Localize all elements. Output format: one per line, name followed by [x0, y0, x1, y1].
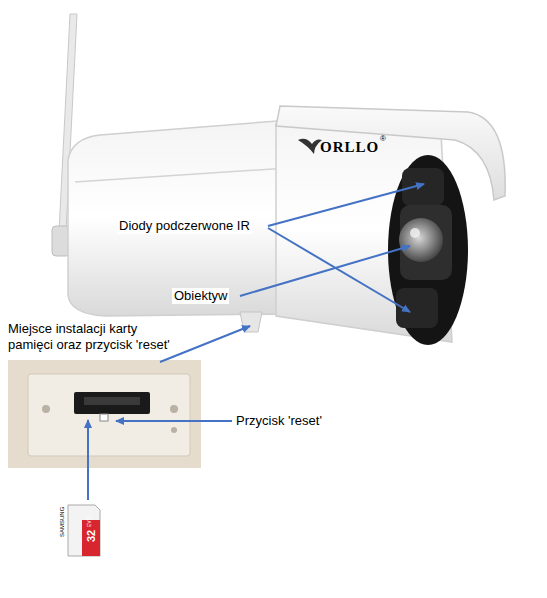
card-series: EVO: [86, 517, 92, 528]
registered-mark: ®: [380, 134, 386, 144]
leader-arrow: [268, 184, 424, 226]
card-brand: SAMSUNG: [58, 507, 66, 537]
front-face: [388, 155, 468, 345]
lens-ring: [400, 205, 452, 280]
ir-plate: [402, 168, 444, 206]
lens: [399, 218, 443, 262]
callout-label: Obiektyw: [172, 288, 229, 304]
leader-arrow: [160, 326, 250, 362]
leader-arrow: [240, 246, 410, 296]
lens-glint: [410, 228, 420, 238]
card-capacity: 32: [84, 530, 98, 542]
callout-label: Przycisk 'reset': [236, 413, 322, 429]
brand-logo: ORLLO: [320, 138, 379, 157]
sun-shield: [276, 106, 505, 200]
inset-photo: [8, 360, 201, 468]
leader-arrow: [268, 228, 410, 312]
callout-label: Miejsce instalacji karty pamięci oraz pr…: [8, 321, 174, 353]
camera-front: [276, 114, 452, 342]
callout-label: Diody podczerwone IR: [117, 218, 252, 234]
body-groove: [75, 168, 288, 182]
leader-arrow: [87, 420, 89, 500]
sd-card: [68, 505, 100, 556]
logo-bird: [298, 139, 322, 154]
leader-arrow: [116, 420, 232, 422]
camera-body: [68, 120, 290, 316]
